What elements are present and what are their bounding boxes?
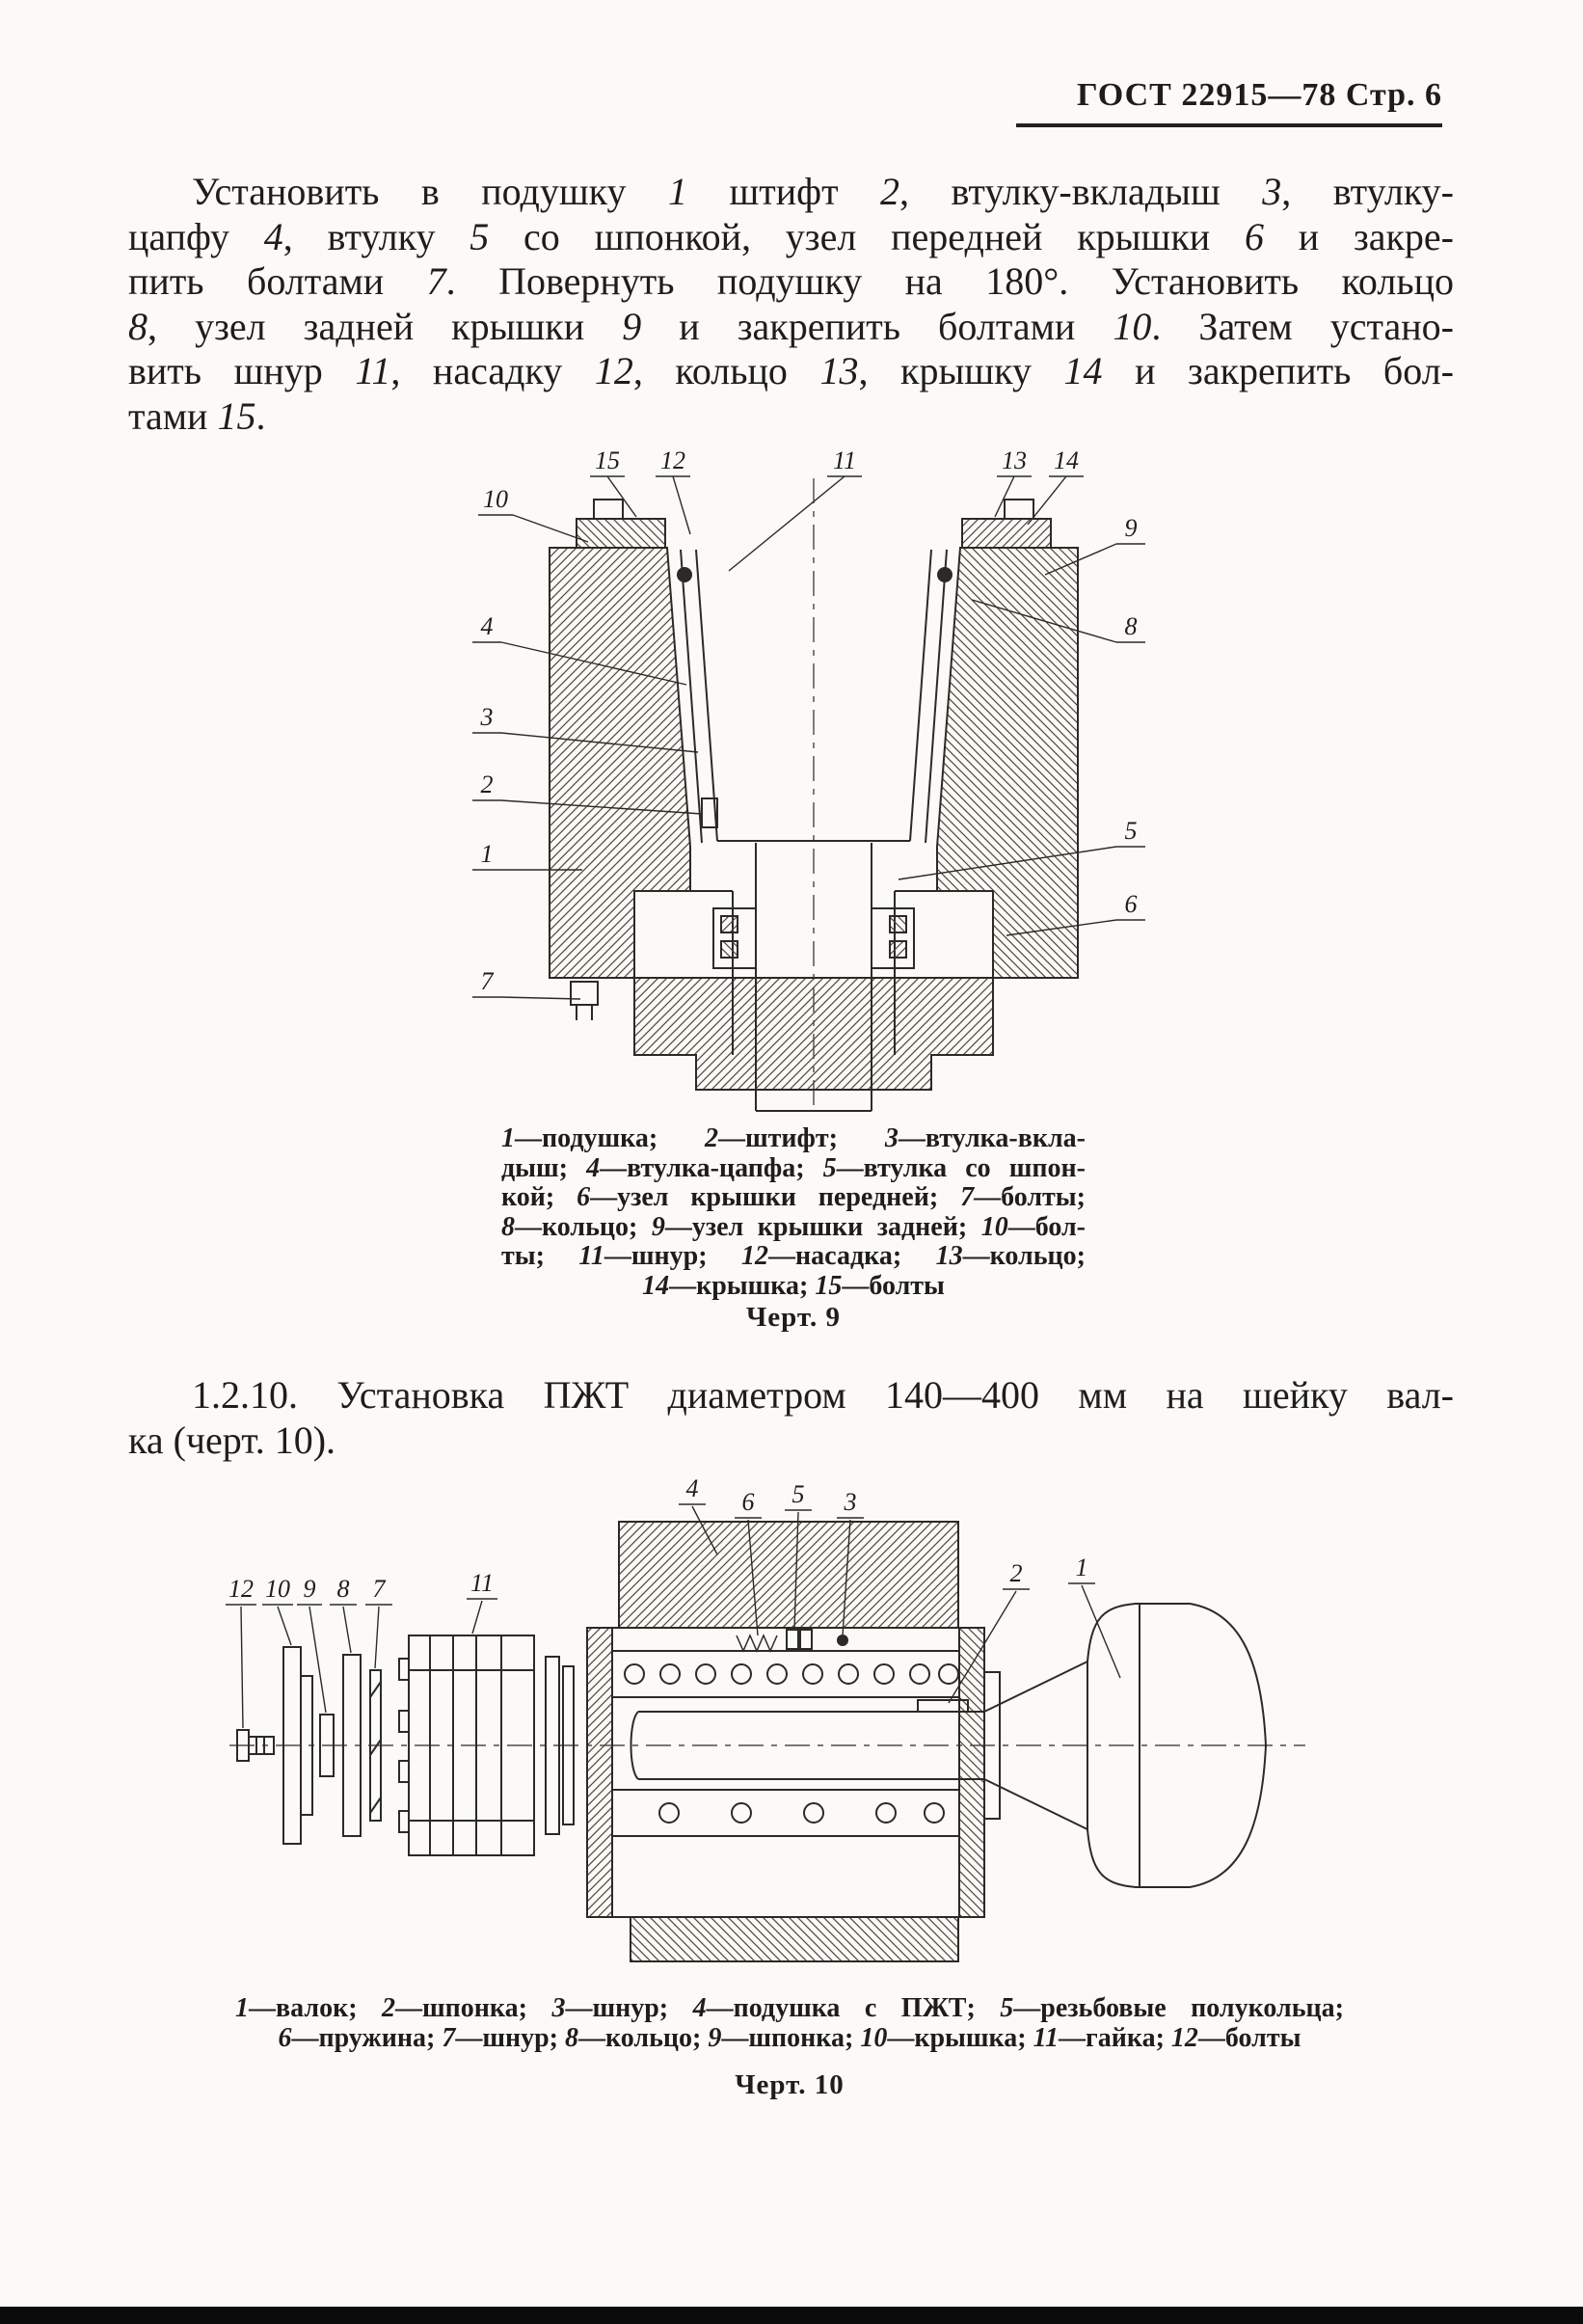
housing-cross-section — [549, 499, 1079, 1112]
callout-label: 12 — [660, 446, 685, 474]
callout-label: 15 — [595, 446, 620, 474]
caption-line: 8—кольцо; 9—узел крышки задней; 10—бол- — [501, 1211, 1086, 1242]
section-paragraph: 1.2.10. Установка ПЖТ диаметром 140—400 … — [128, 1373, 1454, 1463]
callout-label: 5 — [792, 1480, 805, 1508]
callout-label: 7 — [481, 967, 495, 995]
callout-label: 8 — [337, 1575, 350, 1603]
callout-leaders — [226, 1503, 1121, 1729]
caption-line: дыш; 4—втулка-цапфа; 5—втулка со шпон- — [501, 1152, 1086, 1183]
figure-10-drawing: 12 10 9 8 7 11 4 6 5 3 2 1 — [226, 1474, 1305, 1962]
callout-label: 11 — [833, 446, 856, 474]
text-line: Установить в подушку 1 штифт 2, втулку-в… — [192, 170, 1455, 213]
caption-line: кой; 6—узел крышки передней; 7—болты; — [501, 1182, 1086, 1212]
callout-label: 3 — [480, 703, 494, 731]
callout-label: 10 — [483, 485, 508, 513]
callout-label: 13 — [1002, 446, 1027, 474]
callout-label: 7 — [373, 1575, 387, 1603]
text-line: 1.2.10. Установка ПЖТ диаметром 140—400 … — [192, 1373, 1454, 1417]
callout-label: 3 — [844, 1488, 857, 1516]
text-line: ка (черт. 10). — [128, 1418, 336, 1462]
callout-label: 5 — [1125, 817, 1138, 845]
callout-label: 11 — [470, 1569, 494, 1597]
text-line: 8, узел задней крышки 9 и закрепить болт… — [128, 304, 1454, 348]
figure-9-callouts: 15 12 11 13 14 10 9 4 8 3 2 5 1 6 7 — [480, 446, 1138, 995]
callout-label: 4 — [686, 1474, 699, 1502]
callout-label: 2 — [1010, 1559, 1023, 1587]
callout-label: 4 — [481, 612, 494, 640]
callout-label: 8 — [1125, 612, 1138, 640]
callout-label: 9 — [1125, 514, 1138, 542]
figure-9-drawing: 15 12 11 13 14 10 9 4 8 3 2 5 1 6 7 — [472, 446, 1145, 1113]
caption-line: ты; 11—шнур; 12—насадка; 13—кольцо; — [501, 1241, 1086, 1271]
text-line: вить шнур 11, насадку 12, кольцо 13, кры… — [128, 349, 1454, 392]
callout-label: 1 — [1076, 1554, 1088, 1581]
figure-10-caption: 1—валок; 2—шпонка; 3—шнур; 4—подушка с П… — [235, 1993, 1344, 2053]
caption-line: 14—крышка; 15—болты — [642, 1270, 945, 1301]
caption-line: 1—подушка; 2—штифт; 3—втулка-вкла- — [501, 1123, 1086, 1153]
caption-line: 6—пружина; 7—шнур; 8—кольцо; 9—шпонка; 1… — [278, 2022, 1301, 2053]
caption-line: 1—валок; 2—шпонка; 3—шнур; 4—подушка с П… — [235, 1993, 1344, 2023]
callout-label: 10 — [265, 1575, 290, 1603]
figure-10-label: Черт. 10 — [735, 2069, 845, 2100]
scan-edge-artifact — [0, 2307, 1583, 2324]
callout-label: 12 — [228, 1575, 254, 1603]
figure-9-label: Черт. 9 — [746, 1302, 841, 1333]
header-rule — [1016, 123, 1442, 127]
callout-leaders — [472, 475, 1145, 1000]
callout-label: 2 — [481, 770, 494, 798]
text-line: цапфу 4, втулку 5 со шпонкой, узел перед… — [128, 214, 1455, 258]
callout-label: 14 — [1054, 446, 1079, 474]
callout-label: 6 — [742, 1488, 755, 1516]
callout-label: 6 — [1125, 890, 1138, 918]
text-line: тами 15. — [128, 393, 266, 438]
figure-9-caption: 1—подушка; 2—штифт; 3—втулка-вкла- дыш; … — [501, 1123, 1086, 1301]
intro-paragraph: Установить в подушку 1 штифт 2, втулку-в… — [128, 170, 1454, 439]
figure-10-callouts: 12 10 9 8 7 11 4 6 5 3 2 1 — [228, 1474, 1088, 1603]
text-line: пить болтами 7. Повернуть подушку на 180… — [128, 259, 1455, 303]
assembly-cross-section — [236, 1521, 1268, 1962]
callout-label: 1 — [481, 840, 494, 868]
callout-label: 9 — [304, 1575, 316, 1603]
page-header: ГОСТ 22915—78 Стр. 6 — [1076, 77, 1442, 113]
